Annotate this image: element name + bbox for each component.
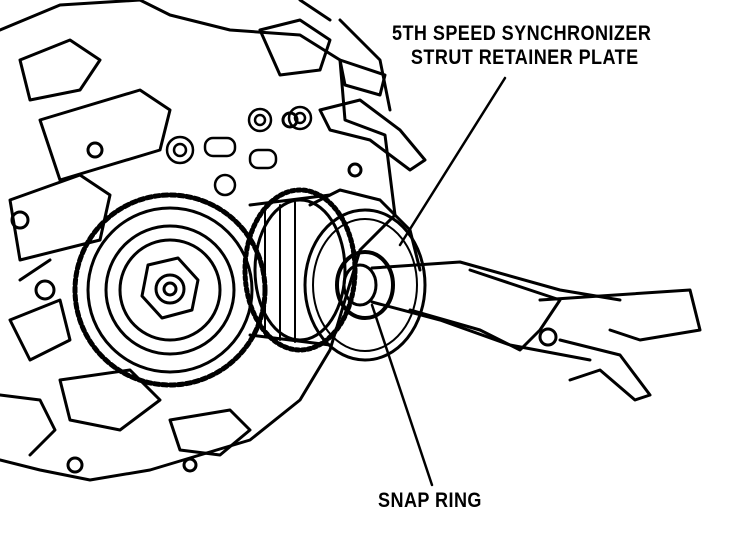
synchronizer-gear bbox=[242, 187, 358, 353]
case-bolts bbox=[165, 105, 313, 197]
snap-ring-label: SNAP RING bbox=[378, 489, 482, 512]
transmission-case bbox=[0, 0, 397, 482]
snap-ring bbox=[335, 250, 395, 320]
snap-ring-pliers bbox=[370, 260, 702, 402]
leader-lines bbox=[370, 76, 507, 487]
retainer-plate bbox=[303, 188, 427, 362]
retainer-plate-label-line1: 5TH SPEED SYNCHRONIZER bbox=[392, 22, 652, 45]
driven-gear bbox=[72, 192, 268, 388]
retainer-plate-label-line2: STRUT RETAINER PLATE bbox=[410, 46, 639, 69]
retainer-plate-label: 5TH SPEED SYNCHRONIZER STRUT RETAINER PL… bbox=[392, 22, 651, 70]
shift-lever bbox=[318, 58, 427, 172]
